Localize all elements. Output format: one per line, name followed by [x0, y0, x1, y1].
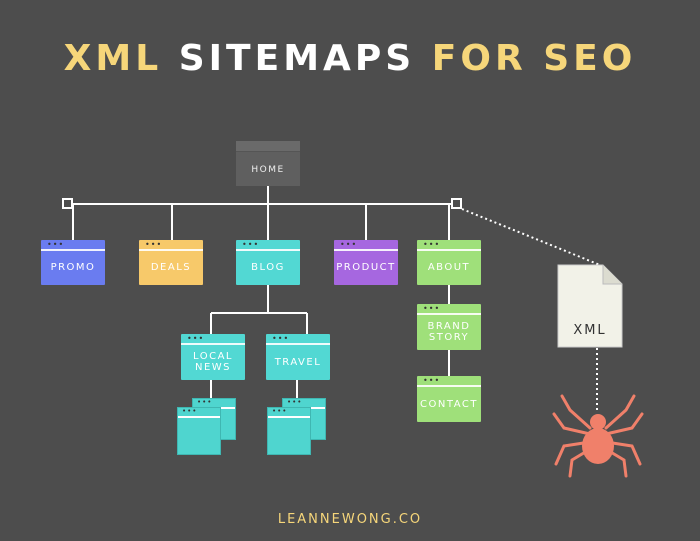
blog-node: ••• BLOG — [236, 240, 300, 285]
contact-node: ••• CONTACT — [417, 376, 481, 422]
home-label: HOME — [251, 165, 285, 175]
page-stack-front-2: ••• — [267, 407, 311, 455]
product-label: PRODUCT — [336, 262, 396, 273]
travel-node: ••• TRAVEL — [266, 334, 330, 380]
file-icon — [557, 264, 623, 348]
spider-icon — [552, 394, 644, 478]
junction-square-right — [451, 198, 462, 209]
brand-story-node: ••• BRAND STORY — [417, 304, 481, 350]
local-news-label: LOCAL NEWS — [193, 351, 233, 373]
footer-credit: LEANNEWONG.CO — [277, 512, 423, 527]
brand-story-label: BRAND STORY — [427, 321, 471, 343]
promo-node: ••• PROMO — [41, 240, 105, 285]
contact-label: CONTACT — [420, 398, 478, 410]
xml-label: XML — [573, 323, 607, 338]
product-node: ••• PRODUCT — [334, 240, 398, 285]
promo-label: PROMO — [50, 262, 96, 273]
home-node: HOME — [236, 141, 300, 186]
deals-node: ••• DEALS — [139, 240, 203, 285]
travel-label: TRAVEL — [274, 356, 322, 368]
about-node: ••• ABOUT — [417, 240, 481, 285]
deals-label: DEALS — [150, 262, 192, 273]
page-title: XML SITEMAPS FOR SEO — [0, 38, 700, 79]
title-sitemaps: SITEMAPS — [178, 38, 416, 79]
local-news-node: ••• LOCAL NEWS — [181, 334, 245, 380]
title-xml: XML — [63, 38, 163, 79]
page-stack-front-1: ••• — [177, 407, 221, 455]
junction-square-left — [62, 198, 73, 209]
about-label: ABOUT — [427, 262, 471, 273]
title-for-seo: FOR SEO — [431, 38, 637, 79]
blog-label: BLOG — [251, 262, 285, 273]
